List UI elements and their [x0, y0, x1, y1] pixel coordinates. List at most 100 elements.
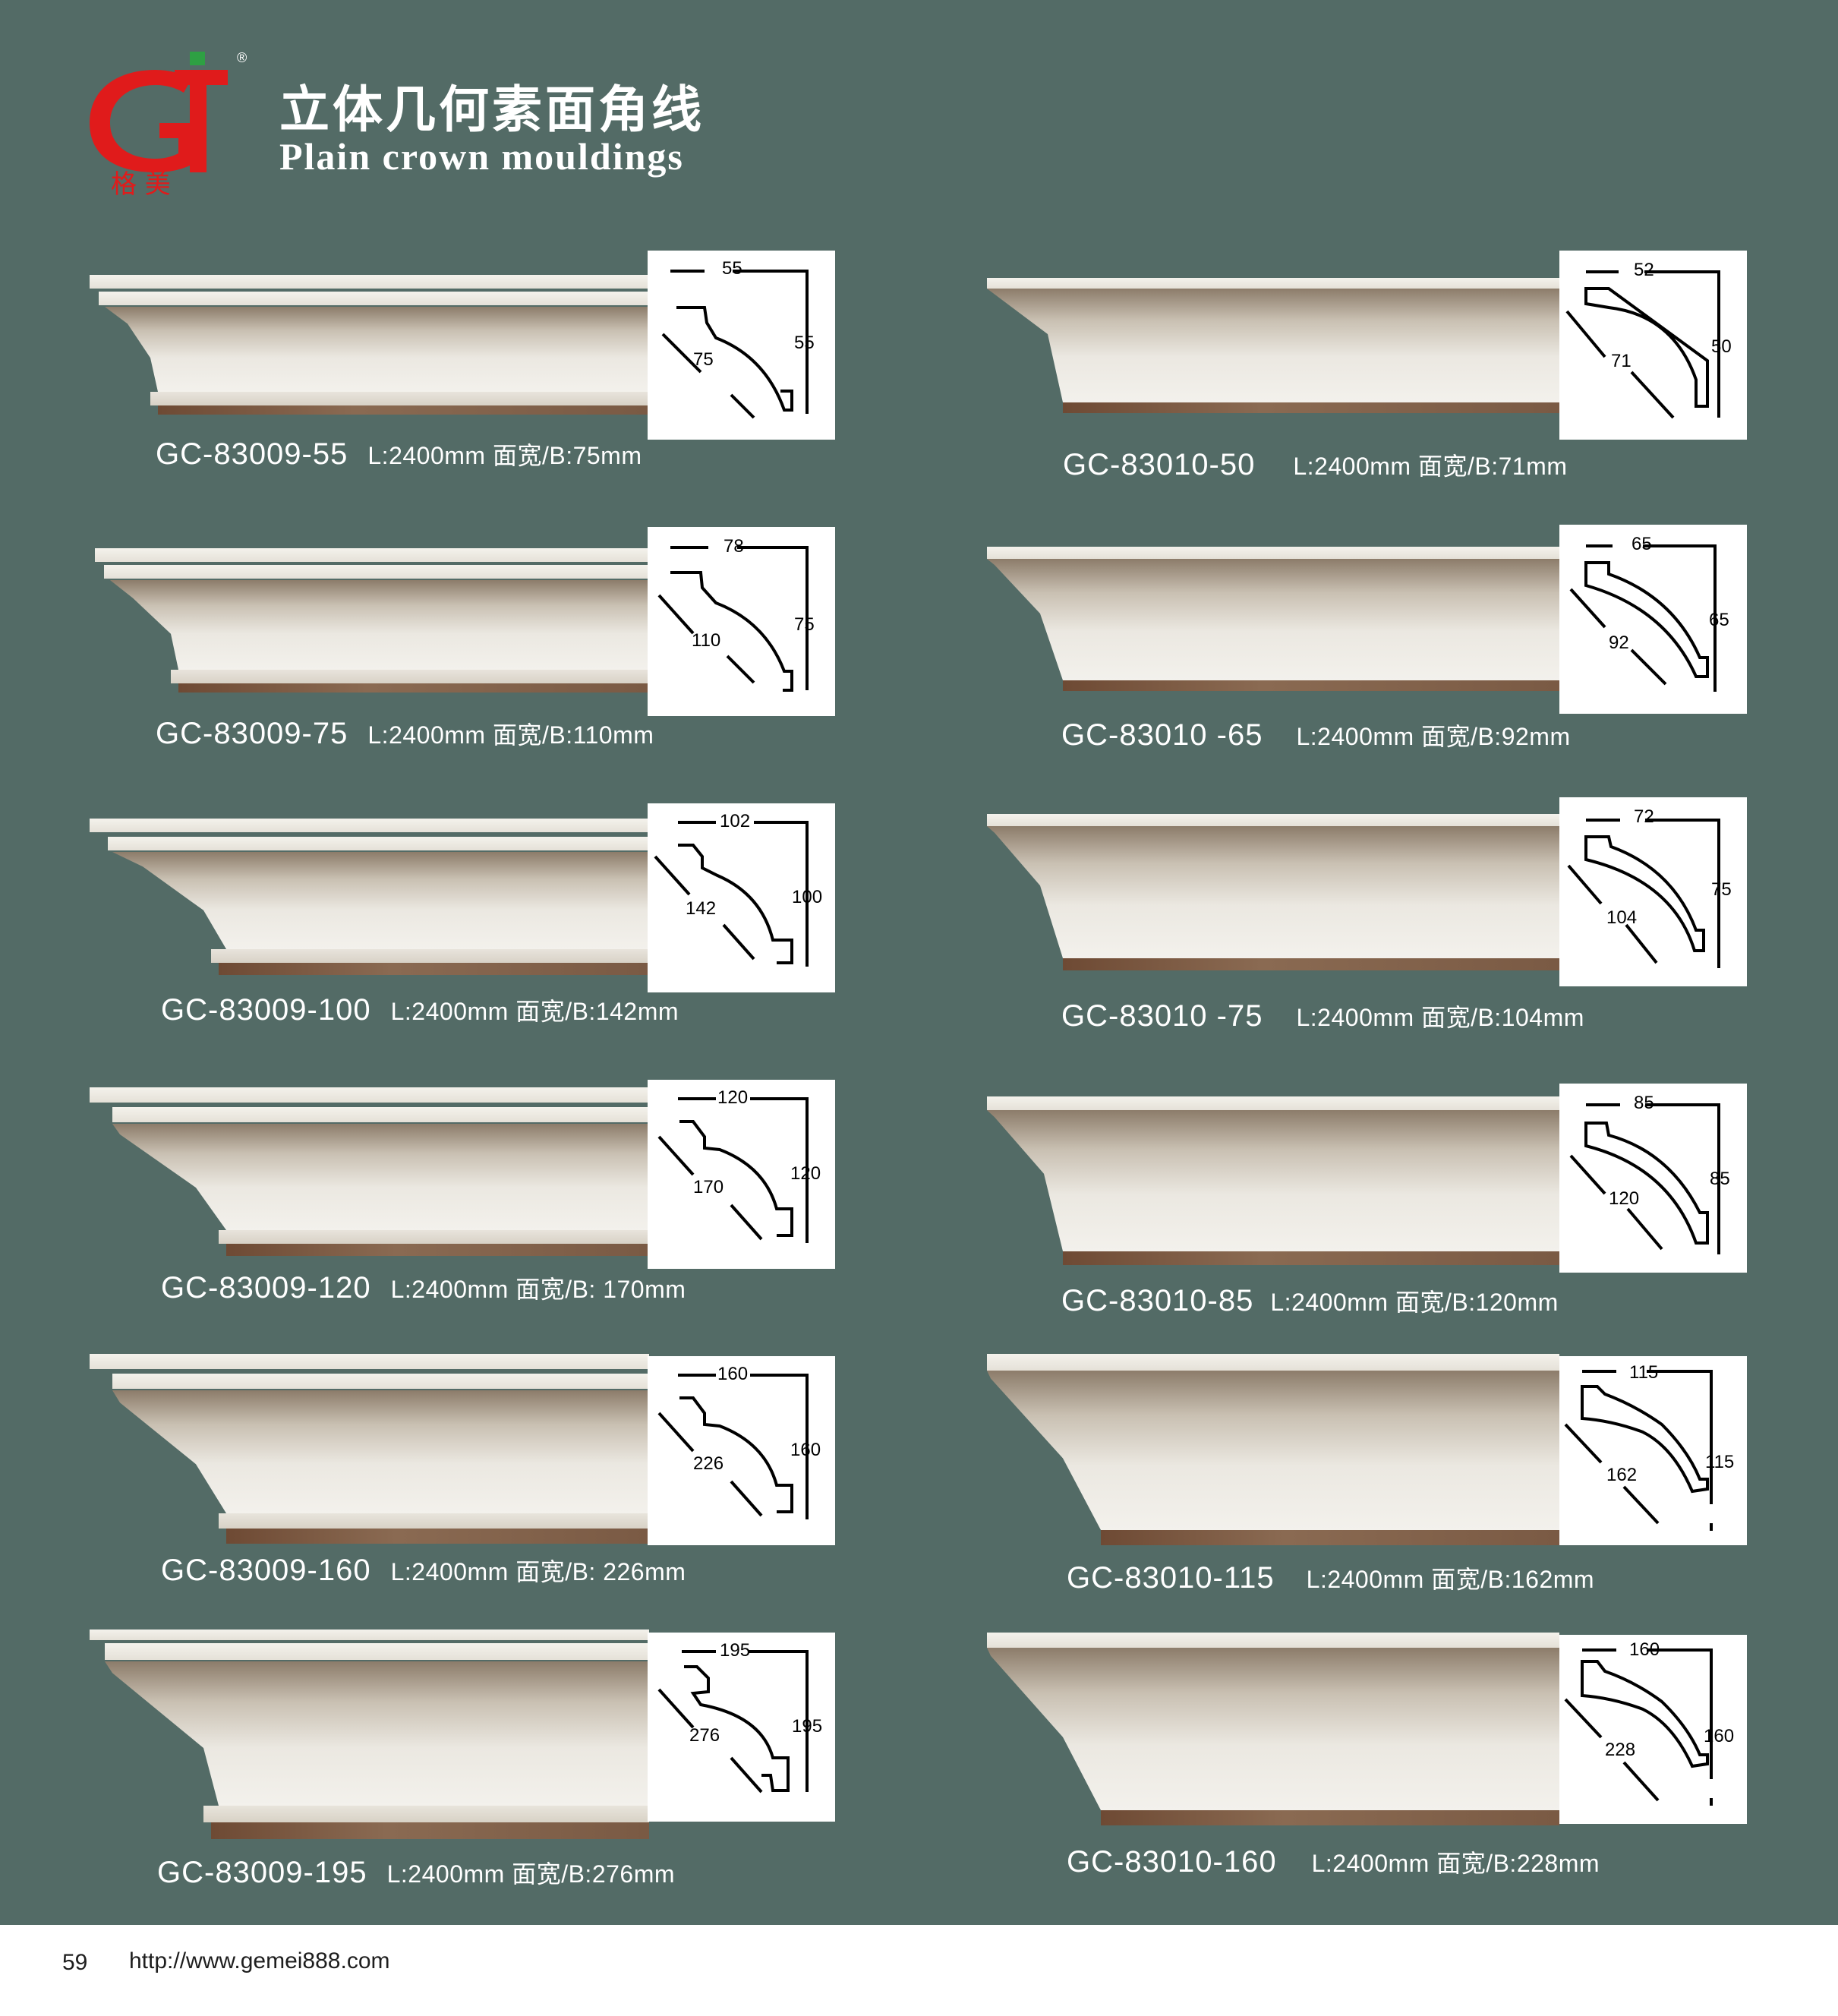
moulding-image — [90, 1354, 649, 1544]
product-spec: L:2400mm 面宽/B:120mm — [1270, 1289, 1559, 1316]
profile-diagram: 102 100 142 — [648, 803, 835, 992]
profile-diagram: 120 120 170 — [648, 1080, 835, 1269]
product-label: GC-83009-100 L:2400mm 面宽/B:142mm — [161, 995, 679, 1032]
dim-top: 120 — [717, 1087, 749, 1108]
product-label: GC-83009-55 L:2400mm 面宽/B:75mm — [156, 439, 642, 476]
dim-side: 160 — [1704, 1726, 1735, 1746]
svg-text:®: ® — [237, 50, 247, 65]
product-label: GC-83010-115 L:2400mm 面宽/B:162mm — [1067, 1563, 1594, 1600]
dim-side: 100 — [792, 887, 823, 907]
dim-diag: 226 — [693, 1453, 724, 1474]
dim-top: 85 — [1634, 1093, 1654, 1113]
dim-diag: 162 — [1606, 1465, 1638, 1485]
product-label: GC-83010 -75 L:2400mm 面宽/B:104mm — [1061, 1001, 1584, 1038]
dim-side: 120 — [790, 1163, 821, 1184]
dim-side: 115 — [1705, 1452, 1735, 1472]
product-label: GC-83009-160 L:2400mm 面宽/B: 226mm — [161, 1555, 686, 1592]
profile-diagram: 160 160 228 — [1559, 1635, 1747, 1824]
dim-diag: 142 — [686, 898, 717, 919]
product-code: GC-83010-160 — [1067, 1845, 1277, 1879]
page-number: 59 — [62, 1950, 88, 1975]
dim-diag: 92 — [1609, 633, 1629, 653]
profile-diagram: 52 50 71 — [1559, 251, 1747, 440]
moulding-image — [90, 275, 649, 415]
page-title-chinese: 立体几何素面角线 — [279, 80, 705, 139]
product-code: GC-83010-115 — [1067, 1561, 1275, 1595]
profile-diagram: 195 195 276 — [648, 1633, 835, 1822]
svg-text:格 美: 格 美 — [111, 169, 171, 199]
profile-diagram: 160 160 226 — [648, 1356, 835, 1545]
page-title-english: Plain crown mouldings — [279, 135, 684, 178]
dim-side: 55 — [794, 333, 815, 353]
product-code: GC-83010-50 — [1063, 448, 1256, 481]
dim-side: 75 — [794, 614, 815, 635]
dim-top: 195 — [720, 1640, 751, 1661]
moulding-image — [987, 1633, 1559, 1825]
moulding-image — [987, 1096, 1559, 1265]
dim-side: 85 — [1710, 1169, 1730, 1189]
dim-top: 65 — [1632, 534, 1652, 554]
product-code: GC-83009-120 — [161, 1271, 371, 1305]
product-spec: L:2400mm 面宽/B:110mm — [367, 721, 654, 749]
moulding-image — [987, 814, 1559, 970]
product-spec: L:2400mm 面宽/B:276mm — [386, 1860, 676, 1888]
product-spec: L:2400mm 面宽/B:75mm — [367, 442, 642, 469]
profile-diagram: 115 115 162 — [1559, 1356, 1747, 1545]
gemei-logo-icon: ® 格 美 — [90, 50, 247, 200]
moulding-image — [987, 1354, 1559, 1545]
dim-diag: 104 — [1606, 907, 1638, 928]
moulding-image — [987, 547, 1559, 691]
product-code: GC-83010 -65 — [1061, 718, 1263, 752]
product-label: GC-83010-50 L:2400mm 面宽/B:71mm — [1063, 450, 1568, 487]
product-spec: L:2400mm 面宽/B:104mm — [1296, 1004, 1584, 1031]
product-spec: L:2400mm 面宽/B:142mm — [390, 998, 679, 1025]
dim-top: 160 — [717, 1364, 749, 1384]
dim-diag: 276 — [689, 1725, 720, 1746]
dim-top: 115 — [1629, 1362, 1659, 1383]
profile-diagram: 72 75 104 — [1559, 797, 1747, 986]
product-code: GC-83010 -75 — [1061, 999, 1263, 1033]
product-spec: L:2400mm 面宽/B: 226mm — [390, 1558, 686, 1585]
product-spec: L:2400mm 面宽/B:92mm — [1296, 723, 1571, 750]
dim-side: 65 — [1709, 610, 1729, 630]
dim-side: 50 — [1711, 336, 1732, 357]
profile-diagram: 65 65 92 — [1559, 525, 1747, 714]
dim-side: 75 — [1711, 879, 1732, 900]
product-label: GC-83009-120 L:2400mm 面宽/B: 170mm — [161, 1273, 686, 1310]
product-code: GC-83009-160 — [161, 1554, 371, 1587]
product-spec: L:2400mm 面宽/B: 170mm — [390, 1276, 686, 1303]
moulding-image — [987, 278, 1559, 413]
dim-diag: 170 — [693, 1177, 724, 1197]
dim-top: 52 — [1634, 260, 1654, 280]
product-spec: L:2400mm 面宽/B:162mm — [1306, 1566, 1595, 1593]
dim-top: 72 — [1634, 806, 1654, 827]
moulding-image — [95, 548, 649, 693]
dim-diag: 110 — [692, 630, 721, 651]
product-label: GC-83010-160 L:2400mm 面宽/B:228mm — [1067, 1847, 1600, 1884]
product-code: GC-83009-100 — [161, 993, 371, 1027]
product-label: GC-83010-85 L:2400mm 面宽/B:120mm — [1061, 1286, 1559, 1323]
dim-diag: 228 — [1605, 1740, 1636, 1760]
moulding-image — [90, 1630, 649, 1839]
product-code: GC-83009-195 — [157, 1856, 367, 1889]
dim-diag: 120 — [1609, 1188, 1640, 1209]
dim-diag: 75 — [693, 349, 714, 370]
website-link[interactable]: http://www.gemei888.com — [129, 1948, 390, 1973]
moulding-image — [90, 819, 649, 975]
dim-diag: 71 — [1611, 351, 1632, 371]
moulding-image — [90, 1087, 649, 1256]
product-code: GC-83010-85 — [1061, 1284, 1254, 1317]
dim-top: 55 — [722, 258, 742, 279]
product-label: GC-83009-195 L:2400mm 面宽/B:276mm — [157, 1857, 675, 1895]
dim-side: 195 — [792, 1716, 823, 1737]
product-spec: L:2400mm 面宽/B:228mm — [1311, 1850, 1600, 1877]
profile-diagram: 85 85 120 — [1559, 1084, 1747, 1273]
brand-logo: ® 格 美 — [84, 47, 251, 200]
dim-side: 160 — [790, 1440, 821, 1460]
product-code: GC-83009-55 — [156, 437, 348, 471]
profile-diagram: 78 75 110 — [648, 527, 835, 716]
profile-diagram: 55 55 75 — [648, 251, 835, 440]
product-spec: L:2400mm 面宽/B:71mm — [1293, 453, 1568, 480]
dim-top: 102 — [720, 811, 751, 831]
